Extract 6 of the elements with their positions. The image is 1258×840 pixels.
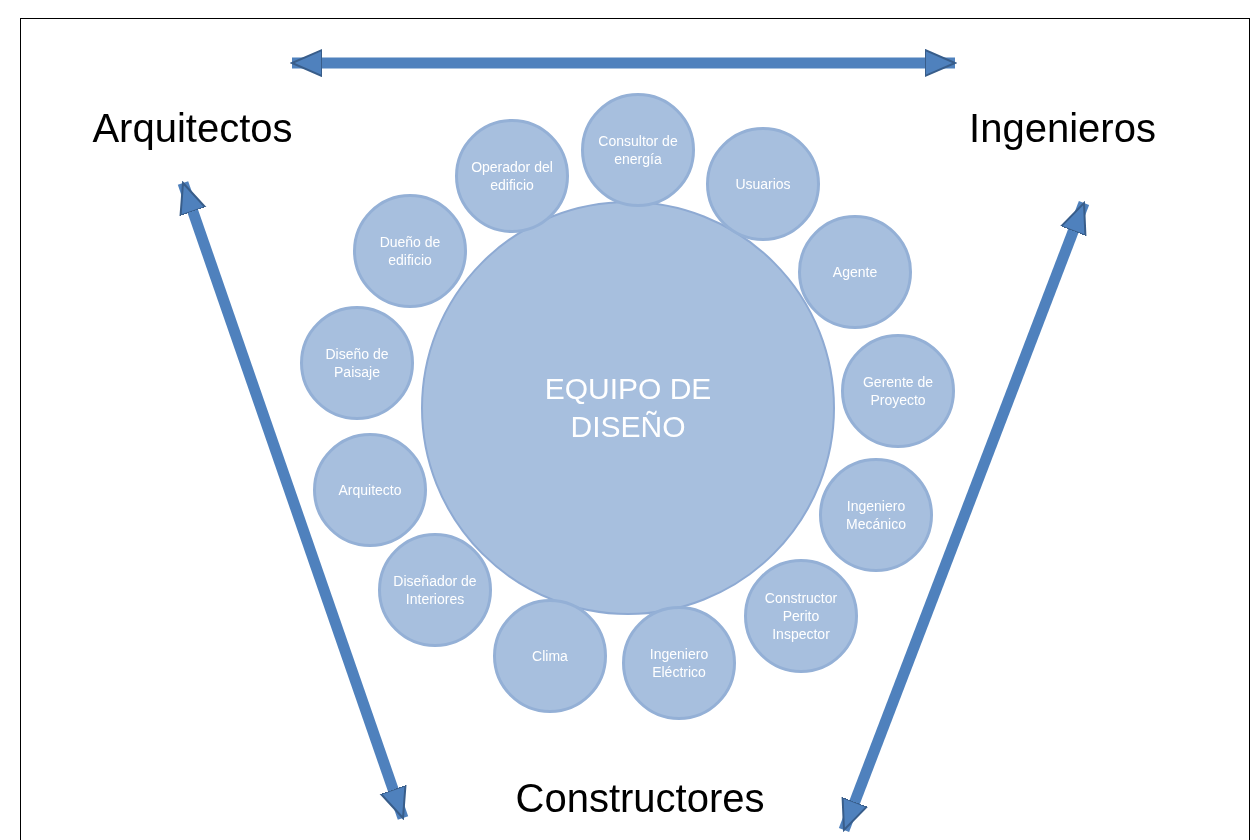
double-arrow [838,201,1090,832]
double-arrow [177,181,409,820]
double-arrow [291,49,956,77]
group-label: Arquitectos [80,100,305,156]
group-label: Ingenieros [955,100,1170,156]
group-label: Constructores [500,770,780,826]
